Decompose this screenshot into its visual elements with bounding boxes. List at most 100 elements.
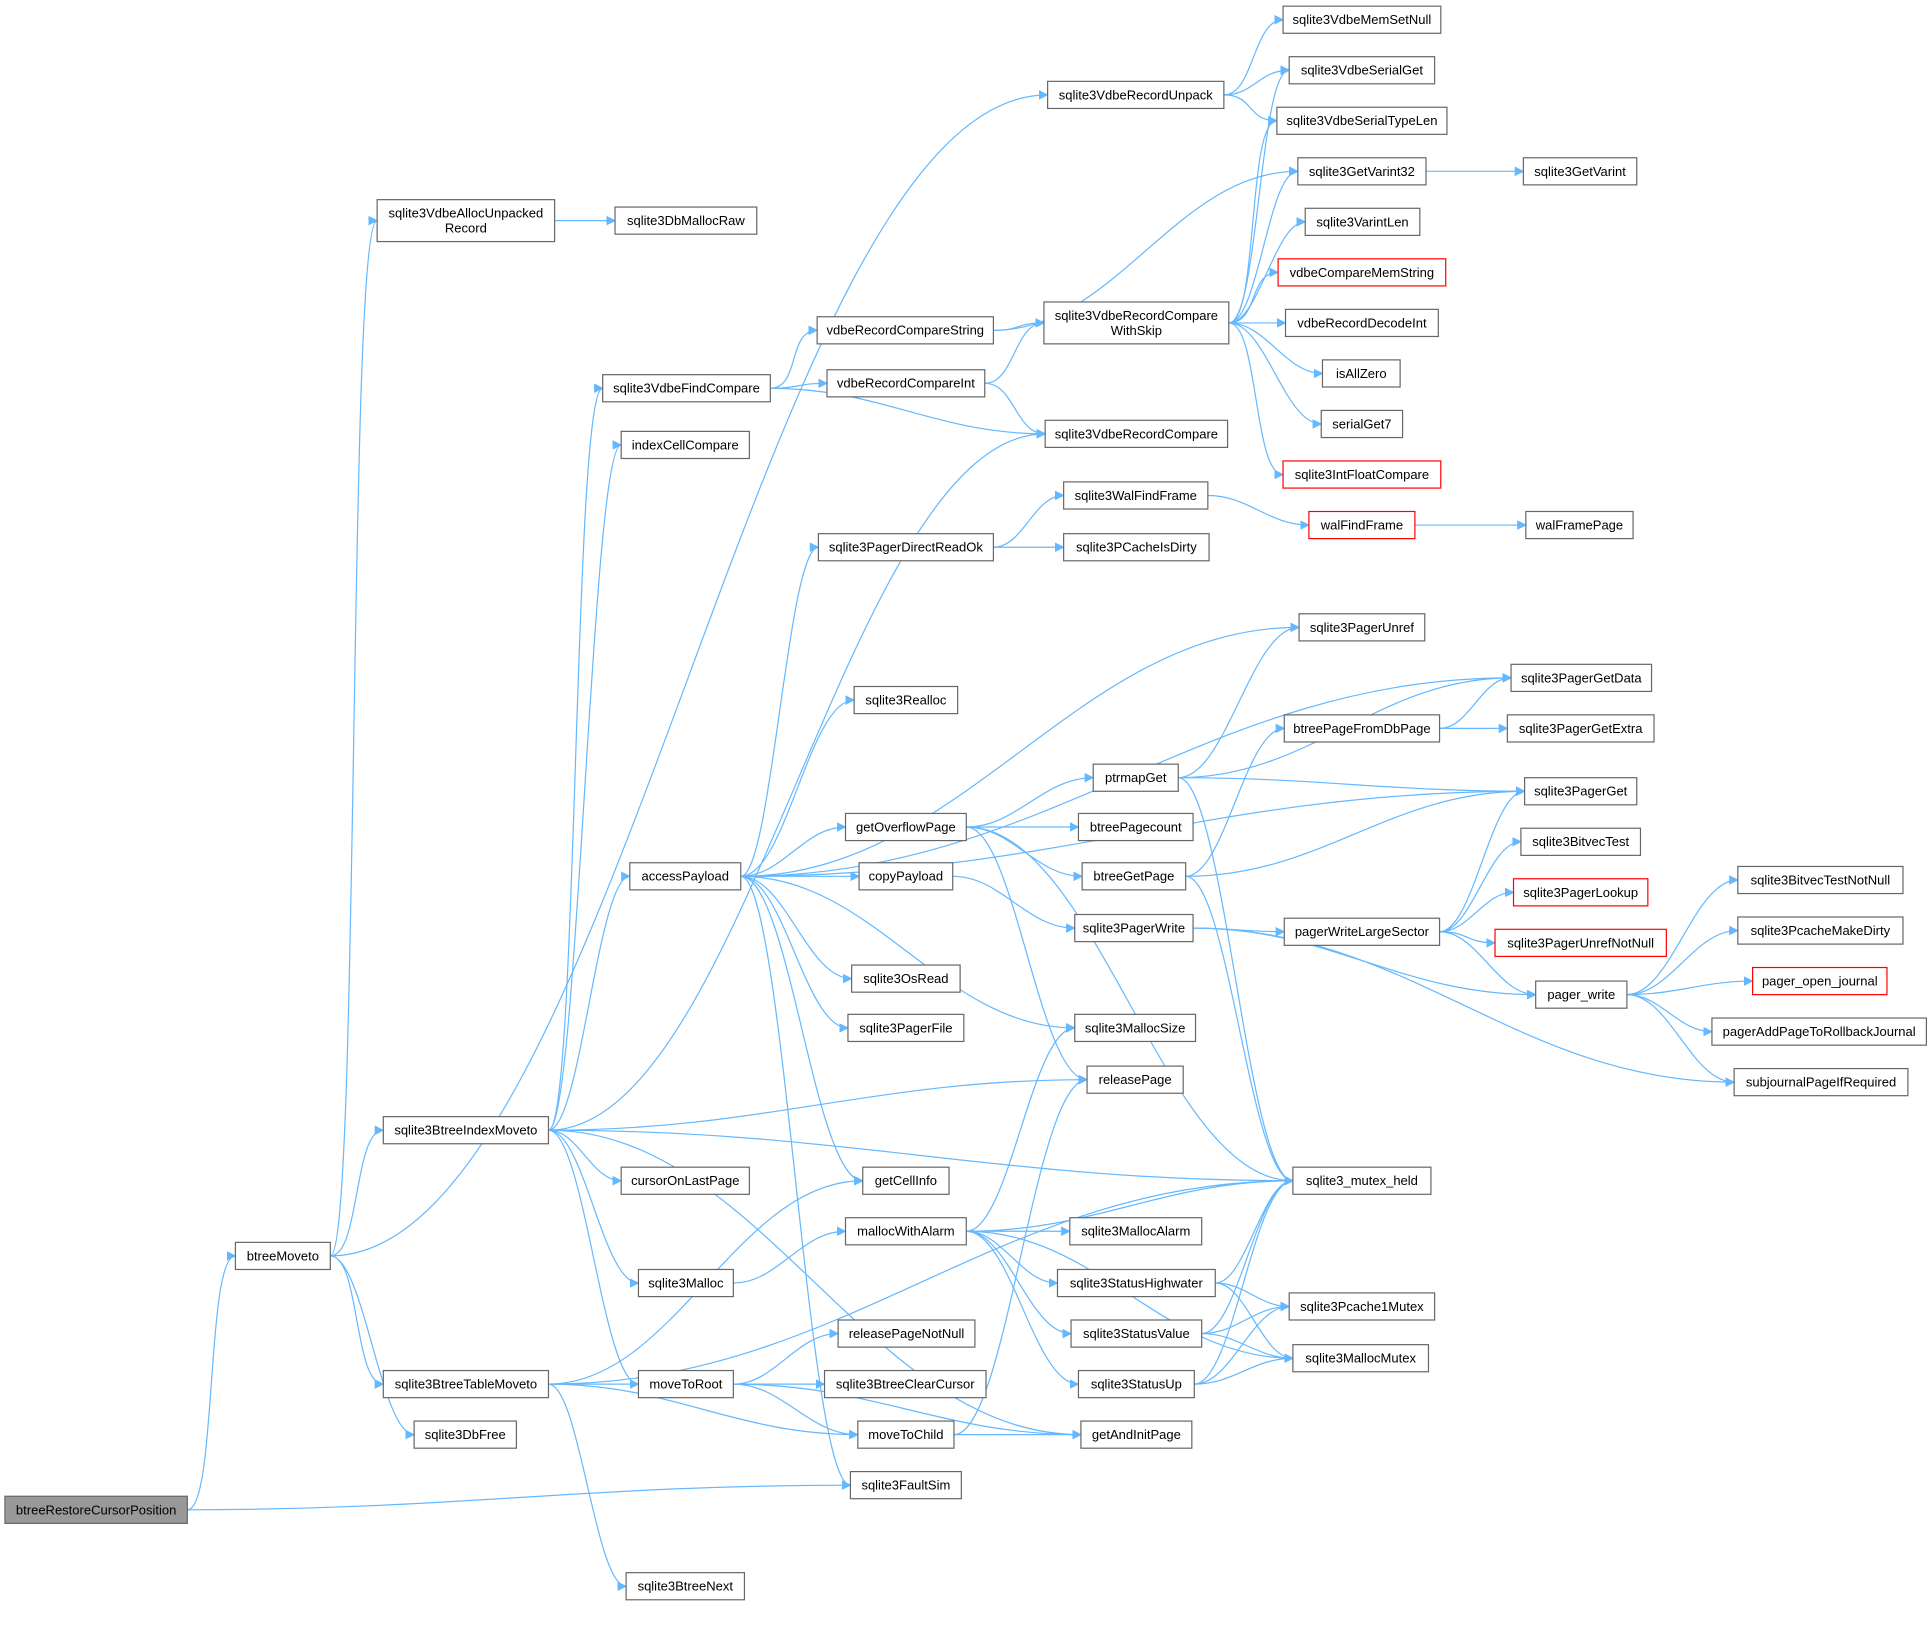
node-label: sqlite3VdbeRecordUnpack [1059,87,1213,102]
node-ptrmapGet[interactable]: ptrmapGet [1092,763,1179,792]
node-sqlite3MallocSize[interactable]: sqlite3MallocSize [1074,1013,1197,1043]
node-sqlite3PagerGetData[interactable]: sqlite3PagerGetData [1510,663,1653,693]
edge-sqlite3BtreeIndexMoveto-to-sqlite3_mutex_held [548,1129,1294,1186]
node-label: subjournalPageIfRequired [1746,1075,1896,1090]
node-accessPayload[interactable]: accessPayload [629,862,742,891]
node-sqlite3VdbeSerialTypeLen[interactable]: sqlite3VdbeSerialTypeLen [1276,106,1448,135]
node-box [816,316,994,345]
node-releasePage[interactable]: releasePage [1086,1065,1184,1094]
node-btreeMoveto[interactable]: btreeMoveto [234,1241,331,1271]
node-copyPayload[interactable]: copyPayload [858,862,954,891]
node-btreeGetPage[interactable]: btreeGetPage [1081,862,1187,891]
node-box [1092,763,1179,792]
edge-sqlite3PagerWrite-to-subjournalPageIfRequired [1193,927,1736,1087]
node-sqlite3StatusHighwater[interactable]: sqlite3StatusHighwater [1056,1268,1216,1298]
node-releasePageNotNull[interactable]: releasePageNotNull [837,1319,976,1348]
node-sqlite3GetVarint[interactable]: sqlite3GetVarint [1522,157,1638,186]
edge-pager_write-to-pagerAddPageToRollbackJournal [1626,994,1713,1037]
node-box [847,1013,965,1043]
node-sqlite3DbMallocRaw[interactable]: sqlite3DbMallocRaw [614,206,758,235]
node-sqlite3FaultSim[interactable]: sqlite3FaultSim [849,1471,962,1500]
node-sqlite3_mutex_held[interactable]: sqlite3_mutex_held [1292,1166,1432,1195]
node-sqlite3PagerLookup[interactable]: sqlite3PagerLookup [1512,878,1649,907]
node-sqlite3GetVarint32[interactable]: sqlite3GetVarint32 [1297,157,1427,186]
node-btreePageFromDbPage[interactable]: btreePageFromDbPage [1283,714,1441,743]
node-vdbeCompareMemString[interactable]: vdbeCompareMemString [1277,258,1447,287]
node-sqlite3OsRead[interactable]: sqlite3OsRead [851,964,961,993]
node-vdbeRecordCompareString[interactable]: vdbeRecordCompareString [816,316,994,345]
edge-sqlite3StatusUp-to-sqlite3MallocMutex [1194,1353,1294,1385]
node-isAllZero[interactable]: isAllZero [1321,359,1401,388]
node-sqlite3BitvecTest[interactable]: sqlite3BitvecTest [1520,827,1642,856]
edge-sqlite3StatusValue-to-sqlite3_mutex_held [1201,1175,1294,1335]
node-box [837,1319,976,1348]
node-label: getCellInfo [875,1173,937,1188]
node-label: sqlite3PagerUnref [1310,620,1414,635]
node-sqlite3PagerFile[interactable]: sqlite3PagerFile [847,1013,965,1043]
node-sqlite3PagerGet[interactable]: sqlite3PagerGet [1524,777,1638,806]
node-sqlite3Realloc[interactable]: sqlite3Realloc [853,685,959,715]
edge-sqlite3StatusHighwater-to-sqlite3_mutex_held [1215,1175,1294,1284]
node-moveToChild[interactable]: moveToChild [857,1420,955,1449]
node-serialGet7[interactable]: serialGet7 [1320,409,1404,439]
edge-accessPayload-to-sqlite3OsRead [740,875,853,984]
node-walFramePage[interactable]: walFramePage [1525,510,1634,540]
node-sqlite3PagerUnref[interactable]: sqlite3PagerUnref [1298,613,1426,642]
node-sqlite3BitvecTestNotNull[interactable]: sqlite3BitvecTestNotNull [1737,865,1904,895]
node-pager_open_journal[interactable]: pager_open_journal [1752,966,1888,996]
node-sqlite3VdbeRecordCompare[interactable]: sqlite3VdbeRecordCompare [1044,419,1229,448]
node-sqlite3VdbeSerialGet[interactable]: sqlite3VdbeSerialGet [1288,56,1436,85]
node-sqlite3DbFree[interactable]: sqlite3DbFree [413,1420,518,1449]
node-sqlite3PcacheMakeDirty[interactable]: sqlite3PcacheMakeDirty [1737,916,1904,945]
node-subjournalPageIfRequired[interactable]: subjournalPageIfRequired [1733,1067,1909,1097]
node-label: sqlite3PagerGetExtra [1519,721,1643,736]
node-sqlite3MallocMutex[interactable]: sqlite3MallocMutex [1292,1344,1430,1373]
node-sqlite3StatusUp[interactable]: sqlite3StatusUp [1077,1369,1195,1399]
edge-moveToChild-to-releasePage [953,1074,1089,1436]
node-indexCellCompare[interactable]: indexCellCompare [620,430,750,460]
node-getOverflowPage[interactable]: getOverflowPage [844,812,967,842]
node-sqlite3WalFindFrame[interactable]: sqlite3WalFindFrame [1063,481,1209,510]
node-sqlite3PagerWrite[interactable]: sqlite3PagerWrite [1074,913,1194,943]
node-sqlite3MallocAlarm[interactable]: sqlite3MallocAlarm [1069,1217,1203,1246]
node-sqlite3PCacheIsDirty[interactable]: sqlite3PCacheIsDirty [1063,533,1210,562]
node-vdbeRecordDecodeInt[interactable]: vdbeRecordDecodeInt [1284,308,1439,338]
node-sqlite3BtreeIndexMoveto[interactable]: sqlite3BtreeIndexMoveto [382,1116,550,1145]
node-sqlite3Malloc[interactable]: sqlite3Malloc [637,1268,734,1298]
node-sqlite3BtreeTableMoveto[interactable]: sqlite3BtreeTableMoveto [382,1369,550,1399]
node-sqlite3VarintLen[interactable]: sqlite3VarintLen [1304,207,1421,237]
node-box [1283,917,1441,946]
node-btreeRestoreCursorPosition[interactable]: btreeRestoreCursorPosition [4,1495,188,1524]
node-label: walFramePage [1535,517,1623,532]
edge-sqlite3BtreeIndexMoveto-to-moveToRoot [548,1129,640,1389]
node-sqlite3PagerGetExtra[interactable]: sqlite3PagerGetExtra [1506,714,1655,743]
node-sqlite3VdbeRecordUnpack[interactable]: sqlite3VdbeRecordUnpack [1047,80,1225,110]
node-getAndInitPage[interactable]: getAndInitPage [1080,1420,1193,1449]
node-mallocWithAlarm[interactable]: mallocWithAlarm [844,1217,967,1246]
node-btreePagecount[interactable]: btreePagecount [1077,812,1194,842]
node-sqlite3PagerUnrefNotNull[interactable]: sqlite3PagerUnrefNotNull [1494,928,1667,958]
node-pagerWriteLargeSector[interactable]: pagerWriteLargeSector [1283,917,1441,946]
node-pagerAddPageToRollbackJournal[interactable]: pagerAddPageToRollbackJournal [1711,1017,1927,1046]
node-getCellInfo[interactable]: getCellInfo [862,1166,950,1195]
node-sqlite3VdbeFindCompare[interactable]: sqlite3VdbeFindCompare [602,374,771,403]
edge-sqlite3BtreeIndexMoveto-to-sqlite3VdbeFindCompare [547,383,604,1131]
node-vdbeRecordCompareInt[interactable]: vdbeRecordCompareInt [826,369,986,398]
node-box [1494,928,1667,958]
node-box [1282,5,1442,34]
node-sqlite3IntFloatCompare[interactable]: sqlite3IntFloatCompare [1282,460,1442,489]
node-walFindFrame[interactable]: walFindFrame [1308,510,1416,540]
node-sqlite3BtreeClearCursor[interactable]: sqlite3BtreeClearCursor [823,1369,987,1399]
node-pager_write[interactable]: pager_write [1535,980,1628,1009]
node-sqlite3VdbeMemSetNull[interactable]: sqlite3VdbeMemSetNull [1282,5,1442,34]
node-cursorOnLastPage[interactable]: cursorOnLastPage [620,1166,750,1195]
node-box [1074,913,1194,943]
node-sqlite3Pcache1Mutex[interactable]: sqlite3Pcache1Mutex [1288,1292,1436,1321]
node-moveToRoot[interactable]: moveToRoot [637,1369,734,1399]
node-sqlite3BtreeNext[interactable]: sqlite3BtreeNext [625,1572,746,1601]
edge-sqlite3StatusValue-to-sqlite3Pcache1Mutex [1201,1301,1291,1335]
node-sqlite3StatusValue[interactable]: sqlite3StatusValue [1070,1319,1203,1348]
node-sqlite3PagerDirectReadOk[interactable]: sqlite3PagerDirectReadOk [817,533,994,562]
